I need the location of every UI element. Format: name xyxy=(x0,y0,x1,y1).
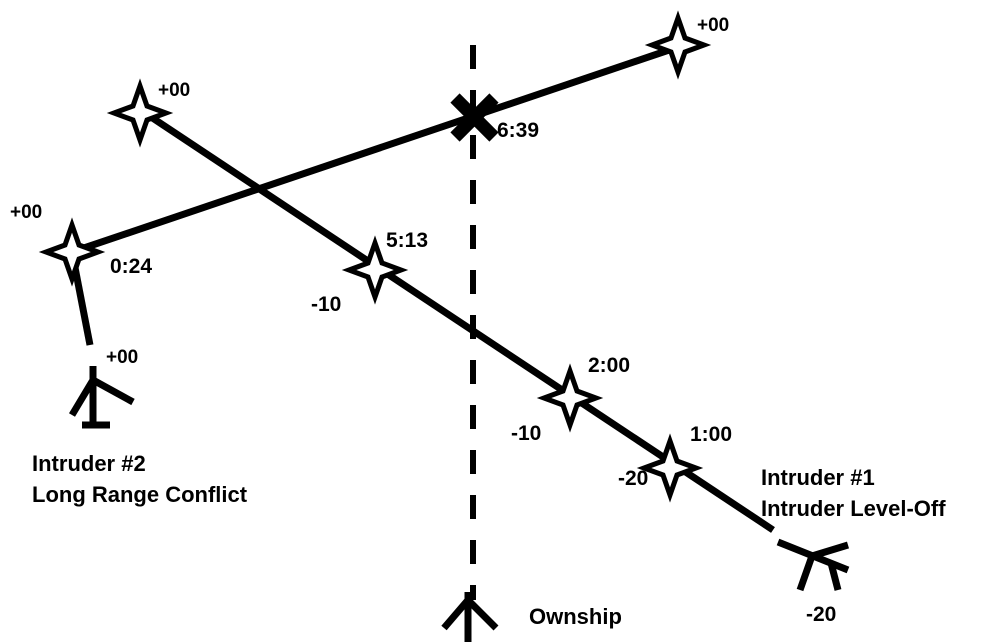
waypoint-time-label: 2:00 xyxy=(588,354,630,377)
intruder2-aircraft-alt-label: +00 xyxy=(106,347,138,368)
ownship-label: Ownship xyxy=(529,604,622,629)
intruder1-aircraft-alt-label: -20 xyxy=(806,603,836,626)
x-mark-icon xyxy=(450,93,499,142)
waypoint-alt-label: +00 xyxy=(10,202,42,223)
waypoint-time-label: 5:13 xyxy=(386,229,428,252)
star-waypoint-icon xyxy=(46,225,98,279)
cpa-time-label: 6:39 xyxy=(497,119,539,142)
intruder2-title: Intruder #2 xyxy=(32,451,146,476)
waypoint-alt-label: +00 xyxy=(697,15,729,36)
intruder1-subtitle: Intruder Level-Off xyxy=(761,496,946,521)
intruder2-track xyxy=(70,43,680,256)
waypoint-alt-label: -10 xyxy=(311,293,341,316)
waypoint-time-label: 0:24 xyxy=(110,255,152,278)
waypoint-alt-label: -20 xyxy=(618,467,648,490)
aircraft-icon xyxy=(441,592,499,642)
waypoint-time-label: 1:00 xyxy=(690,423,732,446)
intruder2-aircraft-icon xyxy=(68,366,135,429)
intruder1-title: Intruder #1 xyxy=(761,465,875,490)
waypoint-alt-label: +00 xyxy=(158,80,190,101)
waypoint-alt-label: -10 xyxy=(511,422,541,445)
intruder2-subtitle: Long Range Conflict xyxy=(32,482,248,507)
intruder1-aircraft-icon xyxy=(776,538,850,592)
